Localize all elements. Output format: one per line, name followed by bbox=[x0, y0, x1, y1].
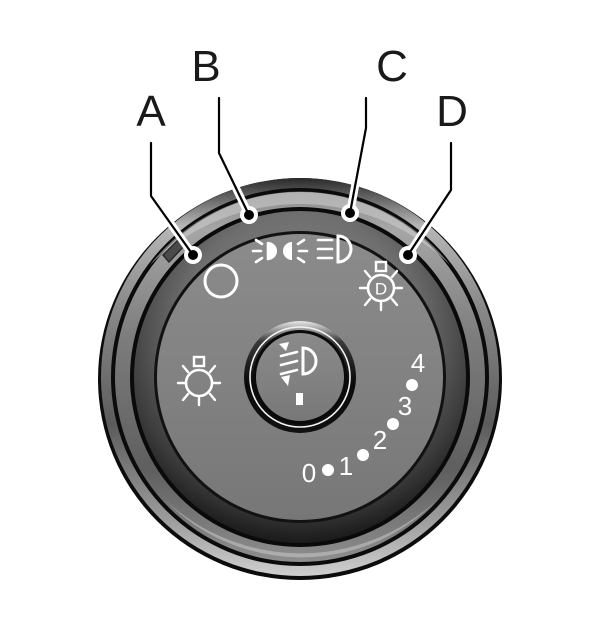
headlamp-body-icon bbox=[336, 234, 353, 264]
side-lamp-base-icon bbox=[192, 355, 206, 368]
side-lamp-rays-icon bbox=[176, 364, 222, 407]
lights-off-circle-icon bbox=[203, 263, 239, 299]
bezel-top-highlight bbox=[150, 191, 450, 265]
callout-a-dot bbox=[188, 250, 198, 260]
auto-lamp-letter: D bbox=[375, 280, 387, 299]
symbol-lights-off[interactable] bbox=[203, 263, 239, 299]
symbol-auto-lamps[interactable]: D bbox=[358, 260, 404, 312]
scale-dot-3 bbox=[406, 379, 418, 391]
knob-face bbox=[256, 333, 344, 421]
scale-dot-2 bbox=[387, 418, 399, 430]
callout-a: A bbox=[136, 87, 202, 264]
scale-number-0: 0 bbox=[302, 458, 316, 488]
callout-c-label: C bbox=[376, 42, 408, 91]
headlamp-leveling-knob[interactable] bbox=[244, 321, 356, 433]
callout-d-dot bbox=[403, 250, 413, 260]
callout-b-label: B bbox=[191, 42, 220, 91]
headlamp-beam-rays-icon bbox=[316, 238, 334, 260]
scale-number-3: 3 bbox=[398, 391, 412, 421]
callout-c: C bbox=[341, 42, 408, 222]
callout-b: B bbox=[191, 42, 258, 224]
callout-c-dot bbox=[345, 208, 355, 218]
callout-d: D bbox=[399, 87, 468, 264]
auto-lamp-base-icon bbox=[374, 260, 388, 273]
symbol-low-beam-headlamps[interactable] bbox=[316, 234, 353, 264]
parking-lamp-left-icon bbox=[251, 238, 277, 264]
parking-lamp-right-icon bbox=[283, 238, 309, 264]
callout-a-leader bbox=[149, 141, 195, 257]
symbol-parking-lamps[interactable] bbox=[251, 238, 309, 264]
auto-lamp-rays-icon bbox=[358, 269, 404, 312]
callout-d-leader bbox=[406, 141, 453, 257]
scale-number-1: 1 bbox=[339, 451, 353, 481]
scale-dot-0 bbox=[322, 464, 334, 476]
callout-c-leader bbox=[348, 96, 368, 215]
callout-a-label: A bbox=[136, 87, 166, 136]
knob-index-mark bbox=[296, 393, 303, 405]
scale-number-4: 4 bbox=[411, 348, 425, 378]
bezel-bottom-highlight bbox=[165, 500, 437, 558]
headlamp-leveling-scale: 0 1 2 3 4 bbox=[302, 348, 425, 488]
symbol-instrument-panel-lamp[interactable] bbox=[176, 355, 222, 407]
callout-b-dot bbox=[244, 210, 254, 220]
headlamp-leveling-icon bbox=[279, 342, 318, 386]
callout-b-leader bbox=[217, 96, 251, 217]
scale-number-2: 2 bbox=[373, 425, 387, 455]
scale-dot-1 bbox=[357, 449, 369, 461]
knob-rim-highlight bbox=[249, 326, 351, 428]
callout-d-label: D bbox=[436, 87, 468, 136]
